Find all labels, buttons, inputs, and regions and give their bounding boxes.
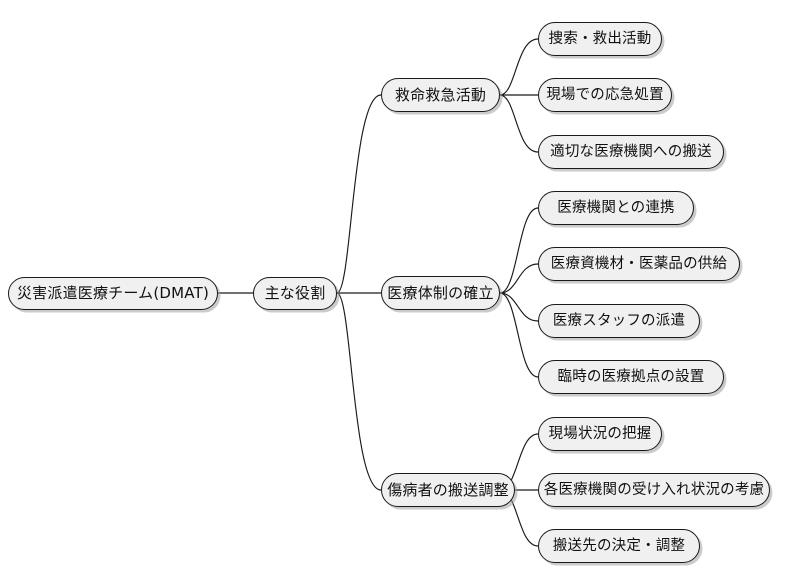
leaf-consider-facility-capacity-label: 各医療機関の受け入れ状況の考慮 xyxy=(543,481,765,498)
edge-branch2-to-leaf2 xyxy=(499,263,539,294)
node-branch-transport-coordination-label: 傷病者の搬送調整 xyxy=(387,480,509,499)
edge-branch2-to-leaf4 xyxy=(499,292,539,378)
leaf-decide-destination-label: 搬送先の決定・調整 xyxy=(552,537,686,554)
node-main-role-label: 主な役割 xyxy=(264,284,326,302)
leaf-transport-to-appropriate-facility[interactable]: 適切な医療機関への搬送 xyxy=(538,135,724,169)
node-root[interactable]: 災害派遣医療チーム(DMAT) xyxy=(8,277,218,310)
leaf-on-site-first-aid[interactable]: 現場での応急処置 xyxy=(538,78,672,112)
edge-main-role-to-branch3 xyxy=(336,292,382,491)
edge-branch1-to-leaf1 xyxy=(499,38,539,96)
leaf-dispatch-medical-staff[interactable]: 医療スタッフの派遣 xyxy=(538,304,700,338)
edge-branch1-to-leaf3 xyxy=(499,94,539,153)
node-root-label: 災害派遣医療チーム(DMAT) xyxy=(16,284,209,302)
edge-branch2-to-leaf3 xyxy=(499,292,539,322)
leaf-coordination-with-facilities-label: 医療機関との連携 xyxy=(557,199,675,216)
leaf-supply-equipment-medicine[interactable]: 医療資機材・医薬品の供給 xyxy=(538,247,740,281)
leaf-grasp-site-situation-label: 現場状況の把握 xyxy=(548,425,652,442)
edge-main-role-to-branch1 xyxy=(336,94,382,294)
node-branch-medical-system[interactable]: 医療体制の確立 xyxy=(381,276,500,310)
leaf-grasp-site-situation[interactable]: 現場状況の把握 xyxy=(538,417,662,451)
node-branch-emergency-care-label: 救命救急活動 xyxy=(394,85,487,104)
node-branch-emergency-care[interactable]: 救命救急活動 xyxy=(381,78,500,112)
leaf-coordination-with-facilities[interactable]: 医療機関との連携 xyxy=(538,191,694,225)
leaf-search-and-rescue-label: 捜索・救出活動 xyxy=(548,30,652,47)
leaf-on-site-first-aid-label: 現場での応急処置 xyxy=(546,86,664,103)
leaf-transport-to-appropriate-facility-label: 適切な医療機関への搬送 xyxy=(550,143,712,160)
leaf-search-and-rescue[interactable]: 捜索・救出活動 xyxy=(538,22,662,56)
leaf-temporary-medical-base-label: 臨時の医療拠点の設置 xyxy=(557,368,705,385)
leaf-decide-destination[interactable]: 搬送先の決定・調整 xyxy=(538,529,700,563)
node-branch-transport-coordination[interactable]: 傷病者の搬送調整 xyxy=(381,473,515,507)
leaf-dispatch-medical-staff-label: 医療スタッフの派遣 xyxy=(552,312,686,329)
leaf-supply-equipment-medicine-label: 医療資機材・医薬品の供給 xyxy=(550,255,728,272)
leaf-consider-facility-capacity[interactable]: 各医療機関の受け入れ状況の考慮 xyxy=(538,473,770,507)
node-branch-medical-system-label: 医療体制の確立 xyxy=(387,283,494,302)
edge-branch2-to-leaf1 xyxy=(499,207,539,294)
leaf-temporary-medical-base[interactable]: 臨時の医療拠点の設置 xyxy=(538,360,724,394)
node-main-role[interactable]: 主な役割 xyxy=(253,277,337,310)
